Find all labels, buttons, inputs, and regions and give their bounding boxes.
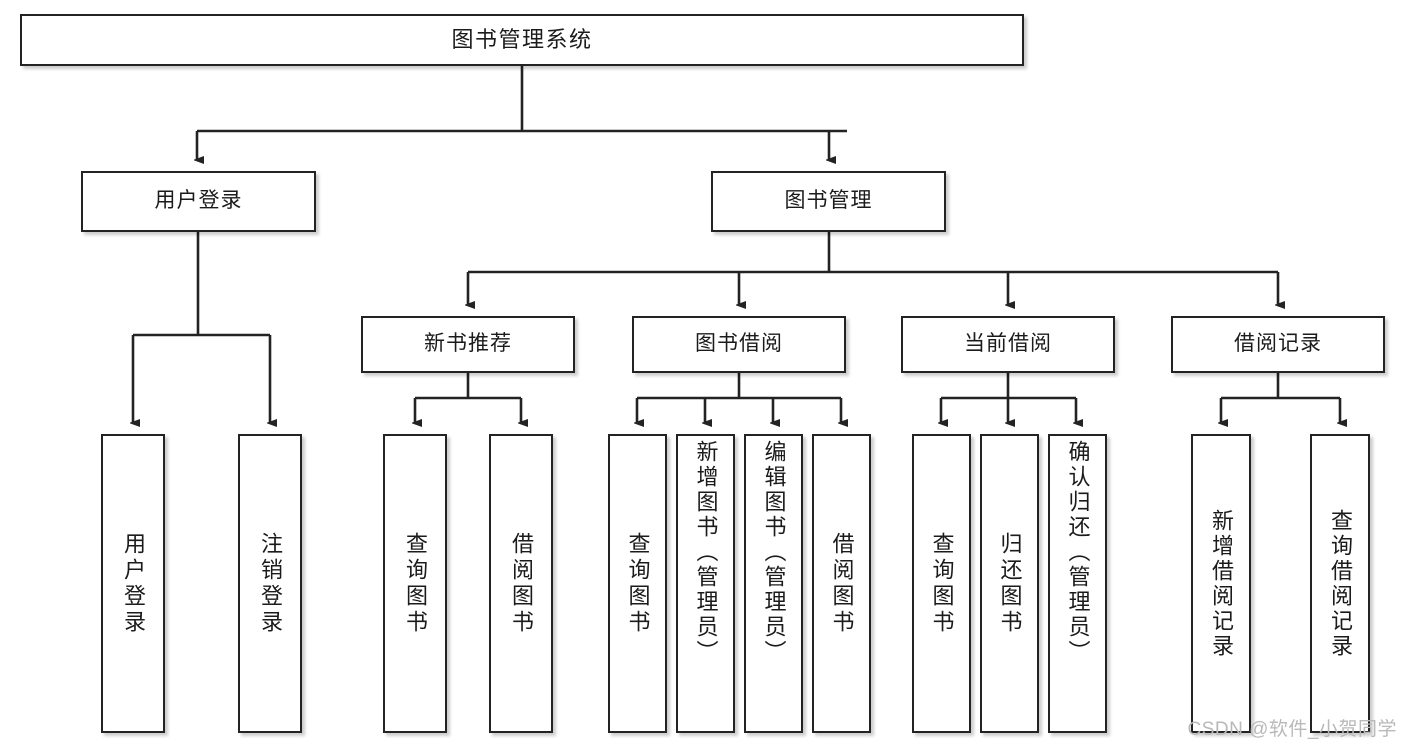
leaf-book-borrow-query-book[interactable]: 查询图书: [608, 434, 667, 733]
leaf-book-borrow-edit-book[interactable]: 编辑图书（管理员）: [744, 434, 803, 733]
node-label: 图书管理: [784, 189, 873, 213]
node-label: 借阅图书: [509, 531, 534, 636]
watermark-text: CSDN @软件_小贺同学: [1187, 719, 1397, 740]
node-label: 查询图书: [625, 531, 651, 636]
node-label: 编辑图书（管理员）: [761, 440, 787, 665]
node-label: 归还图书: [997, 531, 1023, 636]
leaf-new-book-query-book[interactable]: 查询图书: [383, 434, 447, 733]
node-label: 图书借阅: [695, 332, 783, 356]
node-label: 当前借阅: [964, 332, 1052, 356]
node-label: 新书推荐: [424, 332, 512, 356]
leaf-borrow-record-query-record[interactable]: 查询借阅记录: [1310, 434, 1370, 733]
node-label: 确认归还（管理员）: [1065, 440, 1091, 665]
node-label: 新增图书（管理员）: [693, 440, 719, 665]
node-label: 查询图书: [929, 531, 955, 636]
node-user-login[interactable]: 用户登录: [81, 171, 316, 232]
node-label: 用户登录: [154, 189, 243, 213]
node-label: 借阅图书: [829, 531, 855, 636]
node-current-borrow[interactable]: 当前借阅: [901, 316, 1115, 373]
leaf-book-borrow-borrow-book[interactable]: 借阅图书: [812, 434, 871, 733]
node-label: 查询借阅记录: [1328, 508, 1353, 659]
leaf-user-login-logout[interactable]: 注销登录: [238, 434, 302, 733]
leaf-current-borrow-return-book[interactable]: 归还图书: [980, 434, 1039, 733]
leaf-new-book-borrow-book[interactable]: 借阅图书: [489, 434, 553, 733]
node-label: 借阅记录: [1234, 332, 1322, 356]
node-root-book-management-system[interactable]: 图书管理系统: [20, 14, 1024, 66]
node-label: 用户登录: [121, 531, 146, 636]
node-label: 新增借阅记录: [1209, 508, 1234, 659]
leaf-user-login-login[interactable]: 用户登录: [101, 434, 165, 733]
node-borrow-record[interactable]: 借阅记录: [1171, 316, 1385, 373]
node-book-management[interactable]: 图书管理: [711, 171, 946, 232]
node-book-borrow[interactable]: 图书借阅: [632, 316, 846, 373]
leaf-borrow-record-add-record[interactable]: 新增借阅记录: [1191, 434, 1251, 733]
leaf-current-borrow-query-book[interactable]: 查询图书: [912, 434, 971, 733]
leaf-current-borrow-confirm-return[interactable]: 确认归还（管理员）: [1048, 434, 1107, 733]
node-label: 注销登录: [258, 531, 283, 636]
leaf-book-borrow-add-book[interactable]: 新增图书（管理员）: [676, 434, 735, 733]
node-new-book-recommend[interactable]: 新书推荐: [361, 316, 575, 373]
node-label: 查询图书: [403, 531, 428, 636]
node-label: 图书管理系统: [451, 27, 593, 53]
